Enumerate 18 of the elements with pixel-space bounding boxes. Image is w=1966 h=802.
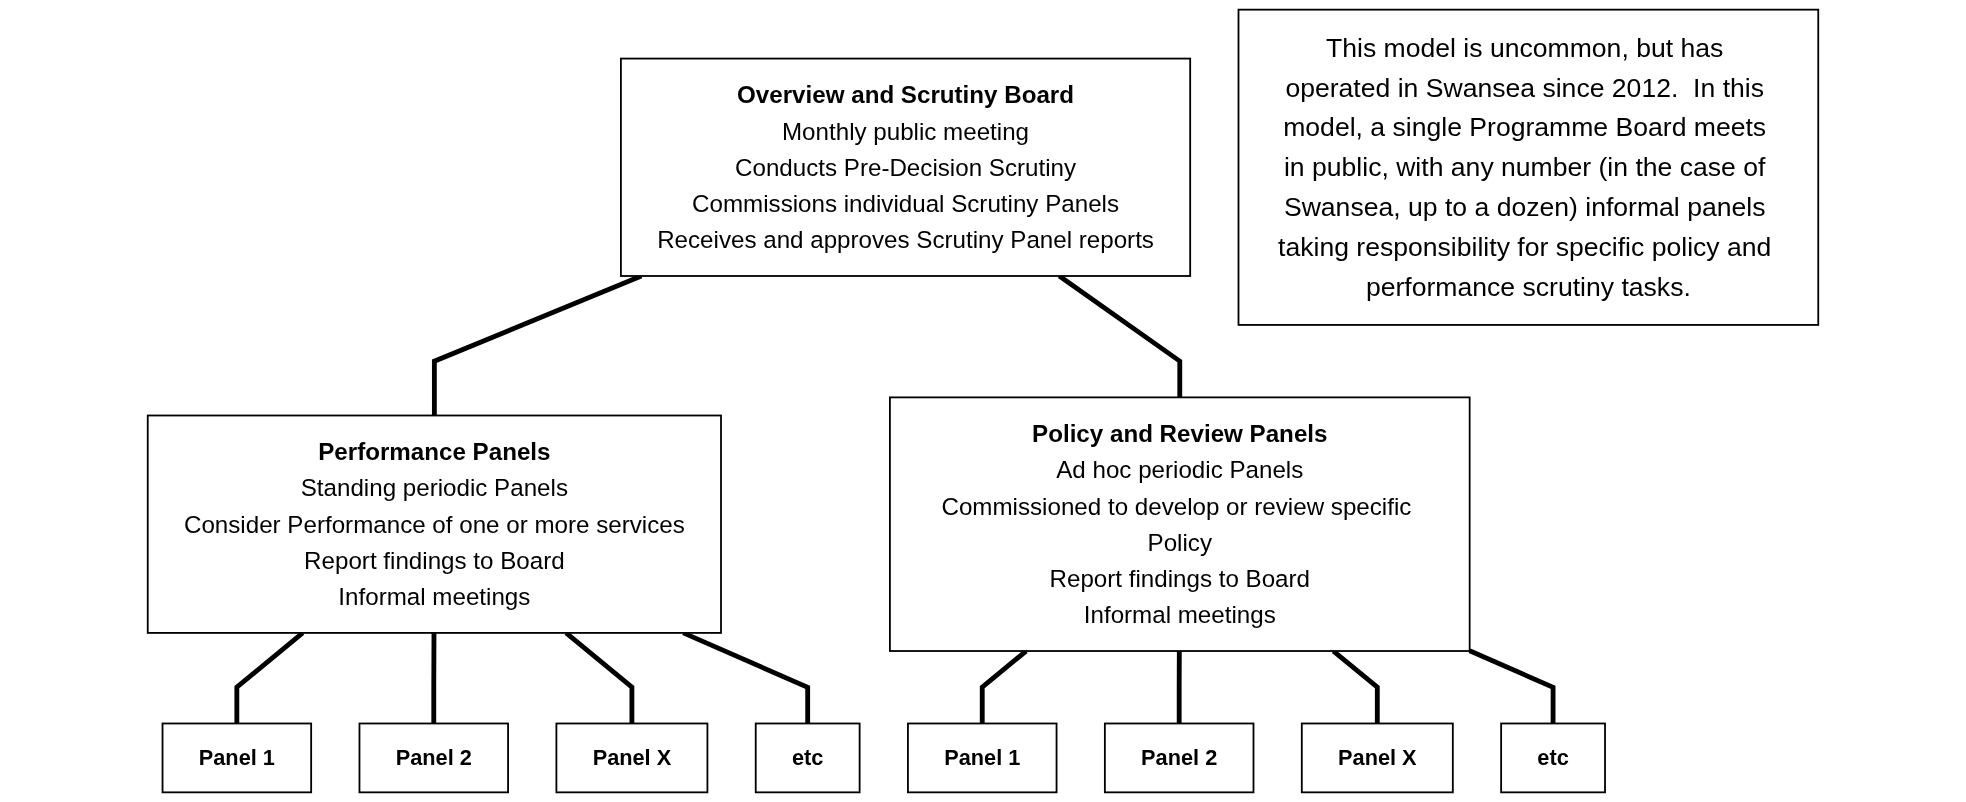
node-box: Panel 1 [161, 722, 313, 794]
node-box: etc [1500, 722, 1606, 794]
connector [431, 632, 437, 724]
node-box: Performance Panels Standing periodic Panels Consider Performance of one or more services Report findings to Board Informal meetings [146, 414, 722, 634]
node-box: This model is uncommon, but has operated in Swansea since 2012. In this model, a single Programme Board meets in public, with any number (in the case of Swansea, up to a dozen) informal panels taking responsibility for specific policy and performance scrutiny tasks. [1237, 8, 1820, 326]
node-box: Panel X [1300, 722, 1454, 794]
connector [234, 631, 305, 724]
node-box: Policy and Review Panels Ad hoc periodic Panels Commissioned to develop or review specific Policy Report findings to Board Informal meetings [889, 396, 1471, 652]
node-box: Panel X [555, 722, 709, 794]
node-box: Panel 2 [358, 722, 509, 794]
node-box: Panel 2 [1103, 722, 1255, 794]
connector [1176, 651, 1182, 724]
node-box: Overview and Scrutiny Board Monthly public meeting Conducts Pre-Decision Scrutiny Commissions individual Scrutiny Panels Receives and approves Scrutiny Panel reports [620, 57, 1192, 277]
connector [1468, 648, 1556, 724]
connector [564, 631, 635, 724]
node-box: etc [754, 722, 861, 794]
node-box: Panel 1 [907, 722, 1058, 794]
connector [1057, 274, 1183, 398]
